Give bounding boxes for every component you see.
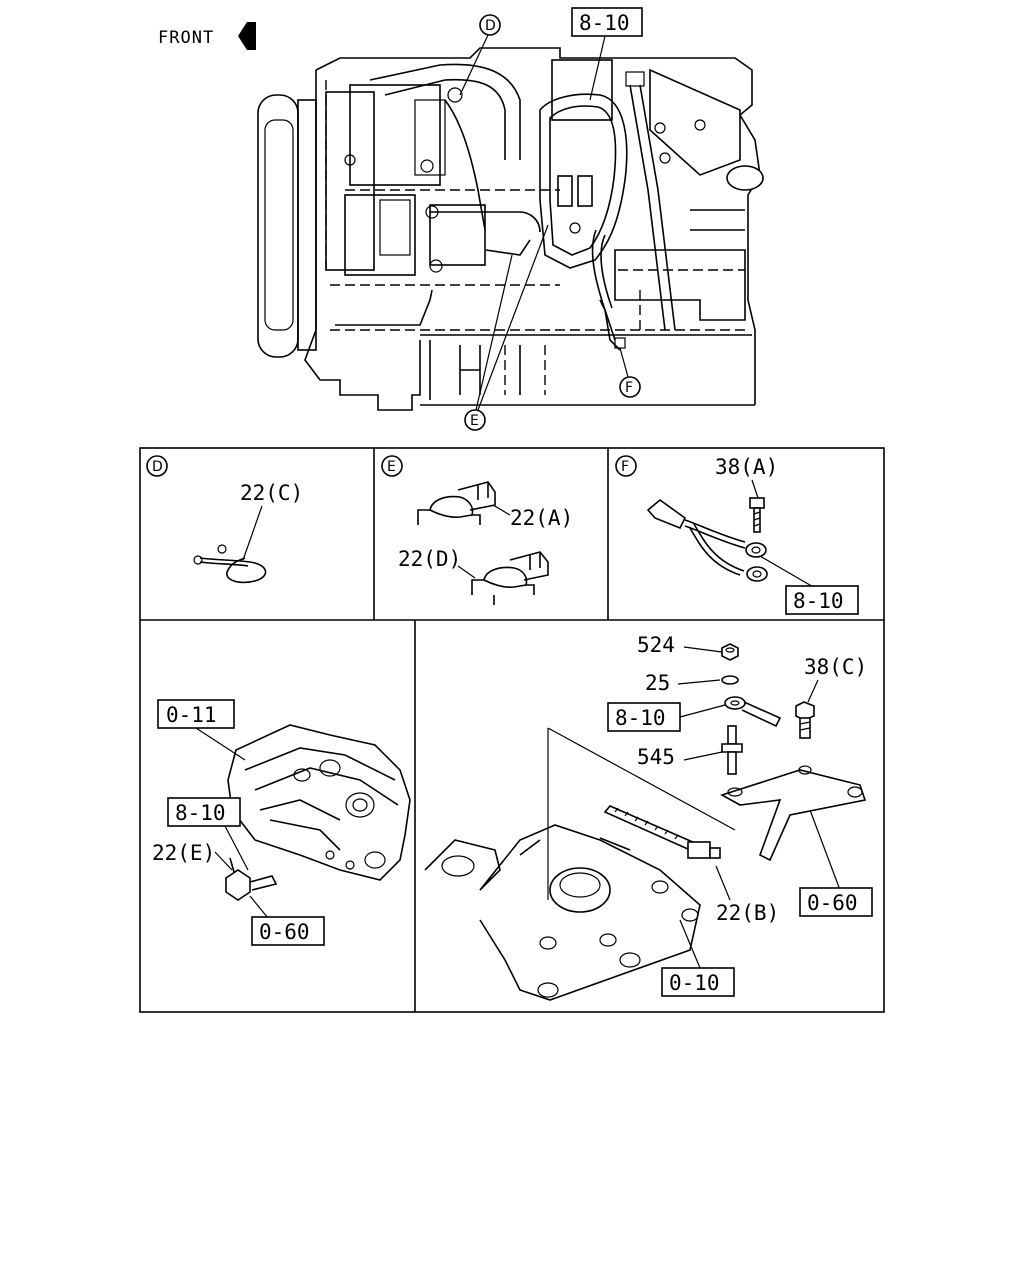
label-0-11: 0-11 <box>166 703 217 727</box>
label-22a: 22(A) <box>510 506 573 530</box>
svg-text:D: D <box>152 459 163 475</box>
label-25: 25 <box>645 671 670 695</box>
svg-text:8-10: 8-10 <box>579 11 630 35</box>
label-0-60-left: 0-60 <box>259 920 310 944</box>
cylinder-head-drawing <box>227 724 411 881</box>
callout-d: D <box>459 14 501 96</box>
front-label: FRONT <box>158 28 214 48</box>
bolt-38c-drawing <box>795 701 815 739</box>
label-8-10-left: 8-10 <box>175 801 226 825</box>
panel-bottom-left: 0-11 8-10 22(E) 0-60 <box>152 699 411 946</box>
front-indicator: FRONT <box>158 22 256 50</box>
label-22e: 22(E) <box>152 841 215 865</box>
label-0-60-right: 0-60 <box>807 891 858 915</box>
bracket-0-60-drawing <box>719 765 867 862</box>
panel-f: F 38(A) 8-10 <box>615 455 859 615</box>
label-8-10-f: 8-10 <box>793 589 844 613</box>
clip-22c-drawing <box>193 544 267 584</box>
cable-8-10-drawing <box>724 696 782 728</box>
svg-text:E: E <box>387 459 396 475</box>
label-38a: 38(A) <box>715 455 778 479</box>
panel-e: E 22(A) 22(D) <box>381 455 573 605</box>
svg-text:F: F <box>621 459 629 475</box>
callout-f: F <box>619 347 641 398</box>
front-arrow-icon <box>238 22 256 50</box>
washer-25-drawing <box>721 675 739 685</box>
nut-524-drawing <box>721 643 739 661</box>
callout-e: E <box>464 224 549 431</box>
panel-bottom-right: 524 25 8-10 545 38(C) <box>424 633 873 1001</box>
ref-8-10-box <box>785 585 859 615</box>
callout-ref-8-10-top: 8-10 <box>571 7 643 101</box>
clip-22d-drawing <box>471 551 549 605</box>
svg-text:D: D <box>485 18 496 34</box>
label-22d: 22(D) <box>398 547 461 571</box>
label-8-10-right: 8-10 <box>615 706 666 730</box>
bolt-38a-drawing <box>749 497 765 533</box>
sensor-22e-drawing <box>225 857 278 901</box>
engine-overview-drawing <box>257 47 764 411</box>
label-22b: 22(B) <box>716 901 779 925</box>
panel-d: D 22(C) <box>146 455 303 584</box>
clip-22a-drawing <box>417 481 496 525</box>
ground-cable-drawing <box>646 498 768 582</box>
label-524: 524 <box>637 633 675 657</box>
label-0-10: 0-10 <box>669 971 720 995</box>
detail-panels-frame <box>139 447 885 1013</box>
svg-text:F: F <box>625 380 633 396</box>
label-38c: 38(C) <box>804 655 867 679</box>
label-22c: 22(C) <box>240 481 303 505</box>
stud-545-drawing <box>721 725 743 775</box>
intake-manifold-drawing <box>424 824 701 1001</box>
cable-tie-22b-drawing <box>603 805 721 859</box>
label-545: 545 <box>637 745 675 769</box>
svg-text:E: E <box>470 413 479 429</box>
